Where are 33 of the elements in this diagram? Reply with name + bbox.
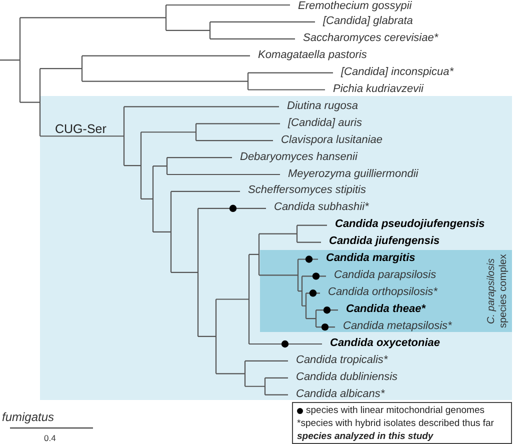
species-label: Candida metapsilosis* <box>343 320 452 334</box>
legend-text: species with linear mitochondrial genomes <box>306 405 484 417</box>
legend-text: species analyzed in this study <box>297 431 434 443</box>
species-label: Eremothecium gossypii <box>298 0 412 13</box>
clade-highlight-band <box>40 96 512 400</box>
clade-label: C. parapsilosis species complex <box>486 254 510 328</box>
species-label: Candida oxycetoniae <box>330 337 440 350</box>
species-label: [Candida] auris <box>288 116 362 130</box>
outgroup-label: fumigatus <box>2 411 54 424</box>
species-label: Debaryomyces hansenii <box>240 150 358 164</box>
species-label: Candida jiufengensis <box>329 235 440 248</box>
species-label: Saccharomyces cerevisiae* <box>303 32 438 45</box>
species-label: Candida pseudojiufengensis <box>335 218 485 232</box>
species-label: Candida theae* <box>346 303 426 316</box>
species-label: Candida tropicalis* <box>296 354 388 367</box>
species-label: Meyerozyma guilliermondii <box>288 168 418 180</box>
species-label: Candida albicans* <box>296 388 385 401</box>
species-label: Candida parapsilosis <box>334 269 436 282</box>
clade-highlight-band <box>260 250 512 332</box>
species-label: Diutina rugosa <box>287 100 358 113</box>
legend-text: *species with hybrid isolates described thus far <box>297 418 494 430</box>
species-label: Candida subhashii* <box>274 201 369 214</box>
species-label: Komagataella pastoris <box>258 48 367 62</box>
species-label: Candida dubliniensis <box>296 370 398 384</box>
clade-label: CUG-Ser <box>55 122 106 136</box>
species-label: Clavispora lusitaniae <box>281 134 382 147</box>
species-label: Pichia kudriavzevii <box>333 82 424 96</box>
species-label: Candida margitis <box>326 252 416 266</box>
species-label: Candida orthopsilosis* <box>328 286 438 300</box>
species-label: [Candida] inconspicua* <box>341 66 454 79</box>
species-label: [Candida] glabrata <box>323 14 413 28</box>
scale-bar-value: 0.4 <box>44 432 56 444</box>
species-label: Scheffersomyces stipitis <box>248 184 366 198</box>
